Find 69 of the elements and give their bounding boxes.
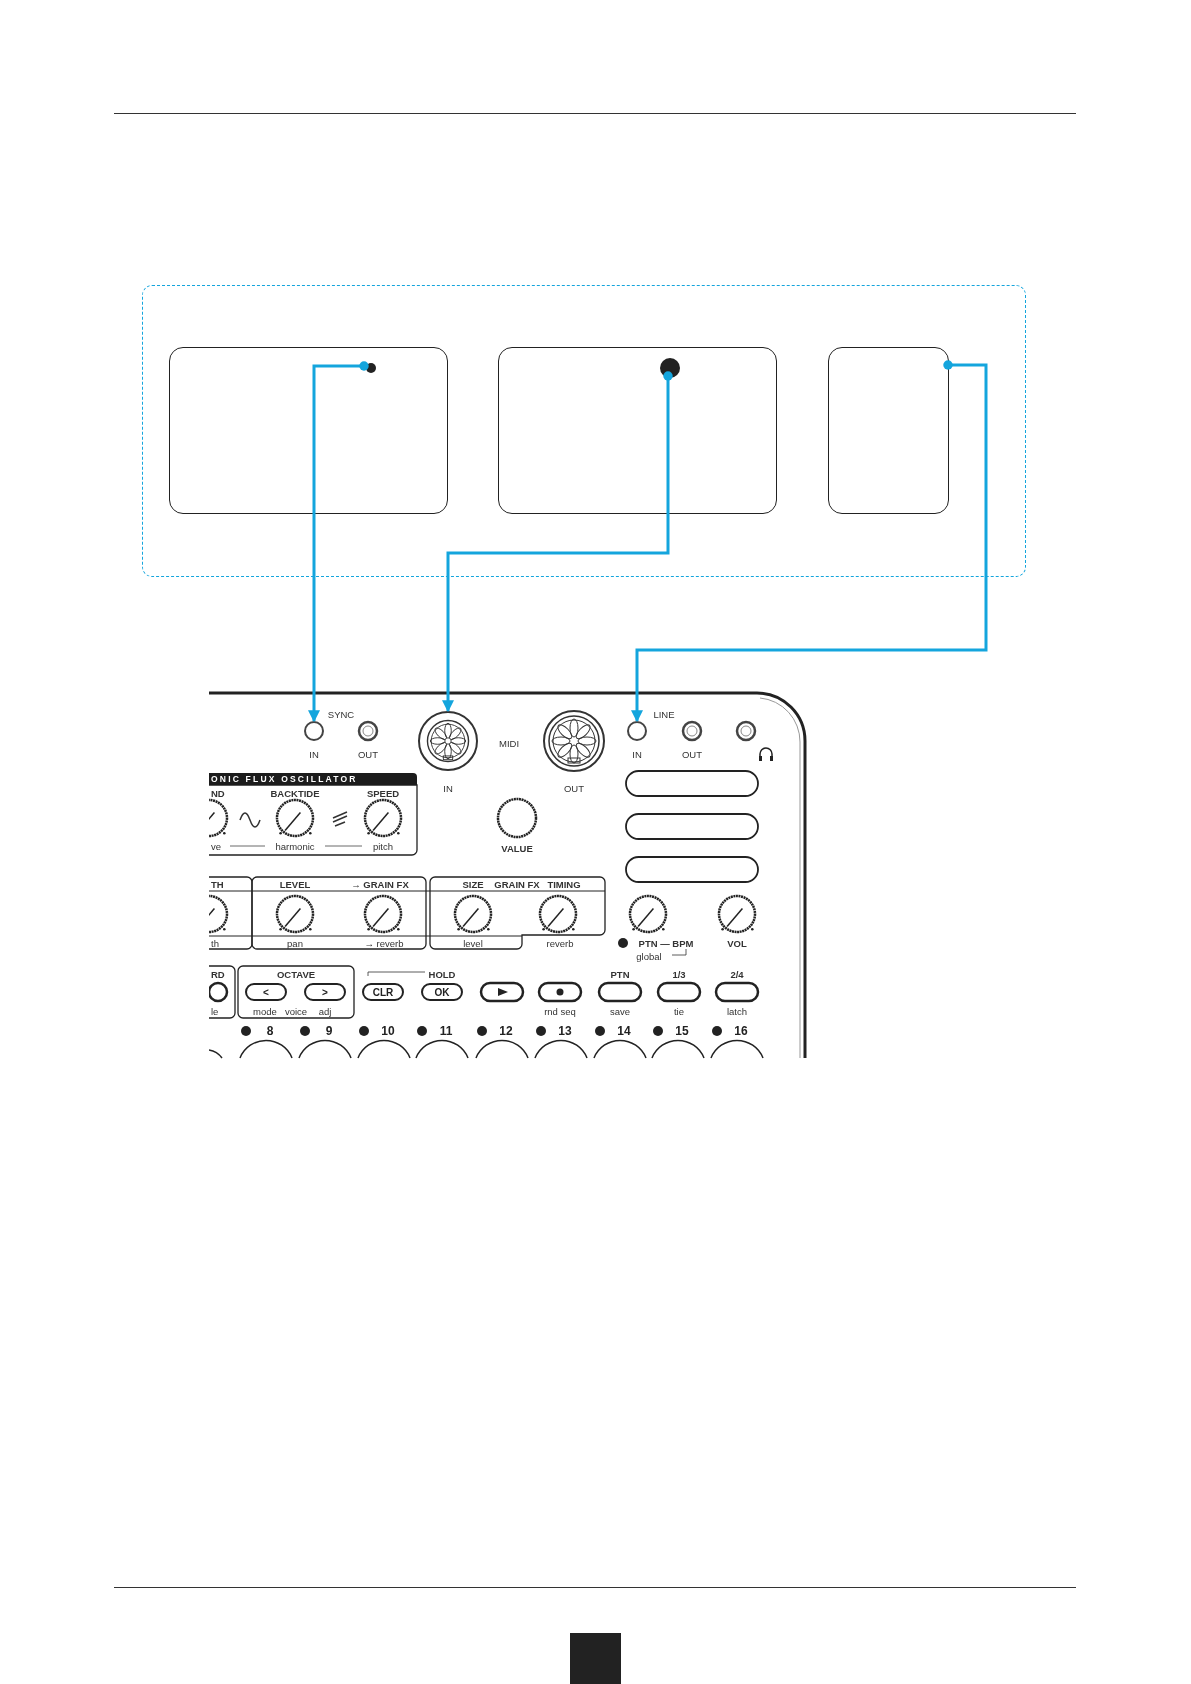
panel-label: MIDI <box>498 737 520 749</box>
panel-label: pan <box>287 937 303 949</box>
panel-label: RD <box>211 968 225 980</box>
panel-label: th <box>211 937 219 949</box>
step-number: 11 <box>439 1024 453 1038</box>
panel-label: PTN — BPM <box>638 937 694 949</box>
device-box <box>828 347 949 514</box>
panel-label: ve <box>211 840 222 852</box>
midi-socket <box>418 711 478 771</box>
panel-label: 1/3 <box>672 968 686 980</box>
panel-label: HOLD <box>428 968 456 980</box>
device-box <box>498 347 777 514</box>
jack-socket <box>627 721 647 741</box>
connection-socket <box>366 363 376 373</box>
panel-label: OCTAVE <box>276 968 316 980</box>
panel-label: OUT <box>563 782 585 794</box>
panel-label: ND <box>211 787 225 799</box>
section-title: ONIC FLUX OSCILLATOR <box>209 773 417 785</box>
jack-label: IN <box>309 748 319 760</box>
jack-label: IN <box>443 782 453 794</box>
step-number: 15 <box>675 1024 689 1038</box>
panel-label: TH <box>211 878 224 890</box>
panel-label: LINE <box>653 708 675 720</box>
step-number: 16 <box>734 1024 748 1038</box>
panel-label: global <box>636 950 662 962</box>
jack-socket <box>304 721 324 741</box>
panel-button: OK <box>421 983 463 1001</box>
panel-label: voice <box>284 1005 308 1017</box>
panel-label: adj <box>318 1005 332 1017</box>
panel-label: LEVEL <box>279 878 311 890</box>
panel-button: < <box>245 983 287 1001</box>
step-number: 8 <box>266 1024 274 1038</box>
panel-label: SYNC <box>327 708 355 720</box>
step-number: 13 <box>558 1024 572 1038</box>
panel-label: rnd seq <box>544 1005 576 1017</box>
panel-label: OUT <box>357 748 379 760</box>
jack-label: IN <box>632 748 642 760</box>
panel-label: → GRAIN FX <box>351 878 409 890</box>
panel-label: SPEED <box>366 787 400 799</box>
connection-arrow <box>631 360 988 723</box>
dashed-group-outline <box>142 285 1026 577</box>
panel-button: CLR <box>362 983 404 1001</box>
panel-label: pitch <box>372 840 394 852</box>
panel-label: VALUE <box>501 842 533 854</box>
panel-label: SIZE <box>462 878 484 890</box>
panel-label: TIMING <box>547 878 581 890</box>
panel-label: PTN <box>610 968 630 980</box>
device-box <box>169 347 448 514</box>
panel-label: → reverb <box>364 937 404 949</box>
panel-label: harmonic <box>275 840 315 852</box>
panel-label: latch <box>726 1005 748 1017</box>
panel-label: OUT <box>681 748 703 760</box>
step-number: 10 <box>381 1024 395 1038</box>
panel-label: le <box>211 1005 219 1017</box>
panel-label: BACKTIDE <box>270 787 320 799</box>
panel-label: level <box>463 937 483 949</box>
panel-button: > <box>304 983 346 1001</box>
connection-arrow <box>308 361 369 723</box>
panel-label: VOL <box>727 937 747 949</box>
panel-label: mode <box>253 1005 277 1017</box>
panel-label: reverb <box>546 937 574 949</box>
step-number: 9 <box>325 1024 333 1038</box>
connection-arrow <box>442 371 673 713</box>
panel-label: 2/4 <box>730 968 744 980</box>
step-number: 12 <box>499 1024 513 1038</box>
panel-label: save <box>609 1005 631 1017</box>
panel-label: tie <box>674 1005 684 1017</box>
panel-label: GRAIN FX <box>494 878 540 890</box>
step-number: 14 <box>617 1024 631 1038</box>
